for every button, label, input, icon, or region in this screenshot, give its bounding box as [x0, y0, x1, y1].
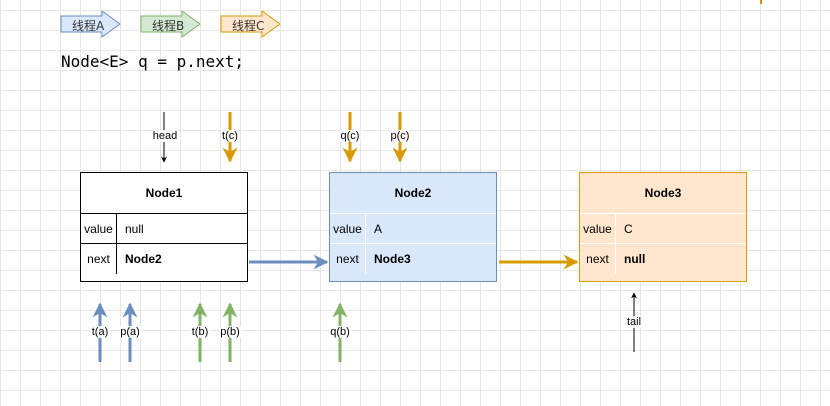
node2-next-row: next Node3 — [330, 243, 496, 274]
node3-title: Node3 — [644, 186, 682, 200]
node2-value: A — [374, 222, 383, 236]
p-c-label: p(c) — [389, 130, 411, 142]
t-a-label: t(a) — [90, 326, 110, 338]
node1-next: Node2 — [125, 252, 162, 266]
node1-next-row: next Node2 — [81, 243, 247, 274]
legend-thread-b: 线程B — [140, 10, 202, 38]
node3-value-key: value — [580, 214, 616, 244]
code-line: Node<E> q = p.next; — [61, 52, 245, 71]
p-a-label: p(a) — [119, 326, 141, 338]
node2-next: Node3 — [374, 252, 411, 266]
legend-thread-c: 线程C — [220, 10, 282, 38]
node1-next-key: next — [81, 244, 117, 274]
node2-value-key: value — [330, 214, 366, 244]
node3-value-row: value C — [580, 213, 746, 244]
node2-value-row: value A — [330, 213, 496, 244]
edge-marker — [760, 0, 762, 4]
legend-thread-c-arrow — [220, 10, 281, 38]
head-label: head — [151, 130, 179, 142]
node1-box: Node1 value null next Node2 — [80, 172, 248, 282]
q-c-label: q(c) — [339, 130, 361, 142]
node2-title: Node2 — [394, 186, 432, 200]
q-b-label: q(b) — [329, 326, 351, 338]
legend-thread-b-label: 线程B — [152, 19, 185, 33]
node2-box: Node2 value A next Node3 — [329, 172, 497, 282]
t-c-label: t(c) — [221, 130, 239, 142]
node1-value-key: value — [81, 214, 117, 244]
legend-thread-a-arrow — [60, 10, 121, 38]
node3-value: C — [624, 222, 633, 236]
node1-title: Node1 — [145, 186, 183, 200]
legend-thread-b-arrow — [140, 10, 201, 38]
p-b-label: p(b) — [219, 326, 241, 338]
legend-thread-c-label: 线程C — [232, 19, 265, 33]
tail-label: tail — [625, 316, 643, 328]
t-b-label: t(b) — [190, 326, 210, 338]
node3-box: Node3 value C next null — [579, 172, 747, 282]
node2-next-key: next — [330, 244, 366, 274]
legend-thread-a: 线程A — [60, 10, 122, 38]
node3-next: null — [624, 252, 646, 266]
node3-next-key: next — [580, 244, 616, 274]
node1-value: null — [125, 222, 144, 236]
node1-value-row: value null — [81, 213, 247, 244]
node3-next-row: next null — [580, 243, 746, 274]
legend-thread-a-label: 线程A — [72, 19, 105, 33]
